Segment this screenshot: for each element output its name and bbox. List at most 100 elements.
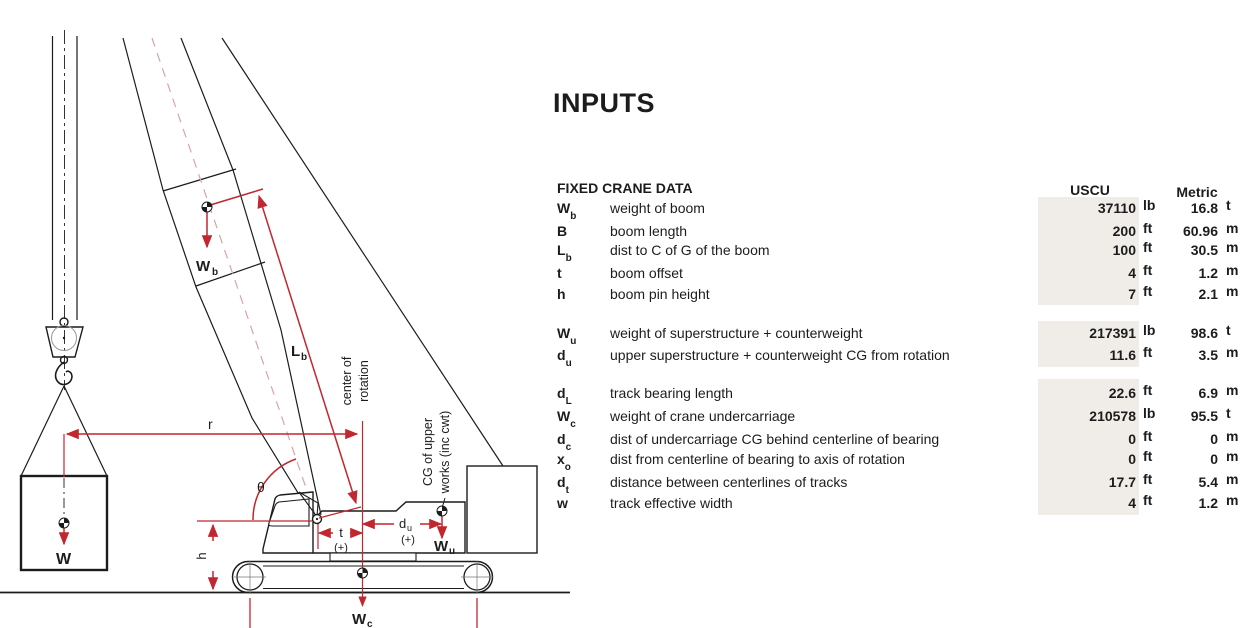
uscu-unit: ft xyxy=(1143,262,1153,278)
uscu-value[interactable]: 22.6 xyxy=(1108,385,1136,401)
metric-value: 95.5 xyxy=(1190,408,1218,424)
uscu-unit: ft xyxy=(1143,344,1153,360)
uscu-input-block-1[interactable] xyxy=(1038,197,1139,305)
uscu-value[interactable]: 210578 xyxy=(1089,408,1136,424)
column-header-metric: Metric xyxy=(1176,184,1218,200)
du-label-sub: u xyxy=(407,523,412,533)
cg-symbol-boom xyxy=(201,201,213,213)
uscu-input-block-3[interactable] xyxy=(1038,379,1139,515)
metric-unit: t xyxy=(1226,405,1231,421)
metric-value: 5.4 xyxy=(1198,474,1218,490)
uscu-value[interactable]: 200 xyxy=(1112,223,1136,239)
uscu-value[interactable]: 7 xyxy=(1128,286,1136,302)
metric-value: 30.5 xyxy=(1190,242,1218,258)
uscu-value[interactable]: 17.7 xyxy=(1108,474,1136,490)
uscu-unit: lb xyxy=(1143,322,1156,338)
lb-label: L xyxy=(291,343,300,360)
cg-upper-label-1: CG of upper xyxy=(421,418,435,486)
metric-unit: m xyxy=(1226,448,1239,464)
uscu-input-block-2[interactable] xyxy=(1038,321,1139,367)
page-title: INPUTS xyxy=(553,88,656,118)
metric-unit: m xyxy=(1226,471,1239,487)
cg-symbol-undercarriage xyxy=(357,567,368,579)
metric-value: 1.2 xyxy=(1198,265,1218,281)
row-description: weight of superstructure + counterweight xyxy=(610,325,863,341)
uscu-value[interactable]: 4 xyxy=(1128,495,1136,511)
uscu-value[interactable]: 37110 xyxy=(1097,200,1136,216)
uscu-value[interactable]: 4 xyxy=(1128,265,1136,281)
table-row: Lb dist to C of G of the boom 100 ft 30.… xyxy=(0,239,1260,264)
table-row: t boom offset 4 ft 1.2 m xyxy=(0,262,1260,282)
deck-outline xyxy=(313,501,466,554)
table-row: Wb weight of boom 37110 lb 16.8 t xyxy=(0,197,1260,222)
uscu-unit: ft xyxy=(1143,428,1153,444)
row-symbol: t xyxy=(557,265,562,281)
uscu-value[interactable]: 0 xyxy=(1128,451,1136,467)
h-label: h xyxy=(194,552,209,559)
row-description: distance between centerlines of tracks xyxy=(610,474,848,490)
lb-label-sub: b xyxy=(301,352,307,363)
center-of-rotation-label-2: rotation xyxy=(357,360,371,402)
metric-value: 3.5 xyxy=(1198,347,1218,363)
wu-label: W xyxy=(434,538,449,555)
crane-diagram: W W b L b r θ t (+) d u (+) W u W c h ce… xyxy=(0,0,575,628)
crane-diagram-svg: W W b L b r θ t (+) d u (+) W u W c h ce… xyxy=(0,30,570,628)
metric-unit: m xyxy=(1226,382,1239,398)
row-description: track bearing length xyxy=(610,385,733,401)
metric-value: 1.2 xyxy=(1198,495,1218,511)
uscu-unit: ft xyxy=(1143,283,1153,299)
row-symbol: Lb xyxy=(557,242,572,264)
row-symbol: du xyxy=(557,347,572,369)
table-row: B boom length 200 ft 60.96 m xyxy=(0,220,1260,240)
t-label-gap xyxy=(333,525,350,539)
metric-unit: m xyxy=(1226,220,1239,236)
row-symbol: Wc xyxy=(557,408,576,430)
uscu-unit: ft xyxy=(1143,382,1153,398)
uscu-value[interactable]: 100 xyxy=(1112,242,1136,258)
row-description: boom offset xyxy=(610,265,683,281)
metric-value: 60.96 xyxy=(1182,223,1218,239)
wu-label-sub: u xyxy=(449,546,455,557)
metric-unit: t xyxy=(1226,322,1231,338)
row-description: weight of crane undercarriage xyxy=(610,408,796,424)
table-row: dL track bearing length 22.6 ft 6.9 m xyxy=(0,382,1260,407)
uscu-unit: ft xyxy=(1143,471,1153,487)
t-label: t xyxy=(339,525,343,540)
wb-label: W xyxy=(196,258,211,275)
row-symbol: B xyxy=(557,223,568,239)
row-symbol: w xyxy=(557,495,568,511)
uscu-value[interactable]: 217391 xyxy=(1089,325,1136,341)
du-label-gap xyxy=(394,515,420,531)
uscu-value[interactable]: 11.6 xyxy=(1109,347,1136,363)
cg-symbols xyxy=(58,201,448,579)
hook-icon xyxy=(54,361,73,386)
row-description: dist of undercarriage CG behind centerli… xyxy=(610,431,940,447)
t-plus-label: (+) xyxy=(334,542,348,554)
row-symbol: Wb xyxy=(557,200,577,222)
row-description: upper superstructure + counterweight CG … xyxy=(610,347,950,363)
row-symbol: dt xyxy=(557,474,569,496)
pendant-line xyxy=(221,37,504,467)
counterweight-box xyxy=(466,465,538,554)
metric-unit: m xyxy=(1226,344,1239,360)
cg-symbol-upper xyxy=(436,505,448,517)
row-description: boom pin height xyxy=(610,286,710,302)
theta-label: θ xyxy=(257,479,265,495)
lb-dimension xyxy=(257,194,358,505)
wc-label: W xyxy=(352,611,367,628)
metric-unit: m xyxy=(1226,239,1239,255)
table-row: Wc weight of crane undercarriage 210578 … xyxy=(0,405,1260,430)
table-row: Wu weight of superstructure + counterwei… xyxy=(0,322,1260,347)
section-header: FIXED CRANE DATA xyxy=(557,180,693,196)
load-w-label: W xyxy=(56,551,72,568)
uscu-unit: lb xyxy=(1143,405,1156,421)
metric-value: 0 xyxy=(1210,451,1218,467)
table-row: w track effective width 4 ft 1.2 m xyxy=(0,492,1260,512)
r-label: r xyxy=(208,416,213,432)
metric-unit: m xyxy=(1226,492,1239,508)
uscu-value[interactable]: 0 xyxy=(1128,431,1136,447)
cg-upper-label-2: works (inc cwt) xyxy=(438,411,452,495)
metric-value: 6.9 xyxy=(1198,385,1218,401)
metric-value: 2.1 xyxy=(1198,286,1218,302)
